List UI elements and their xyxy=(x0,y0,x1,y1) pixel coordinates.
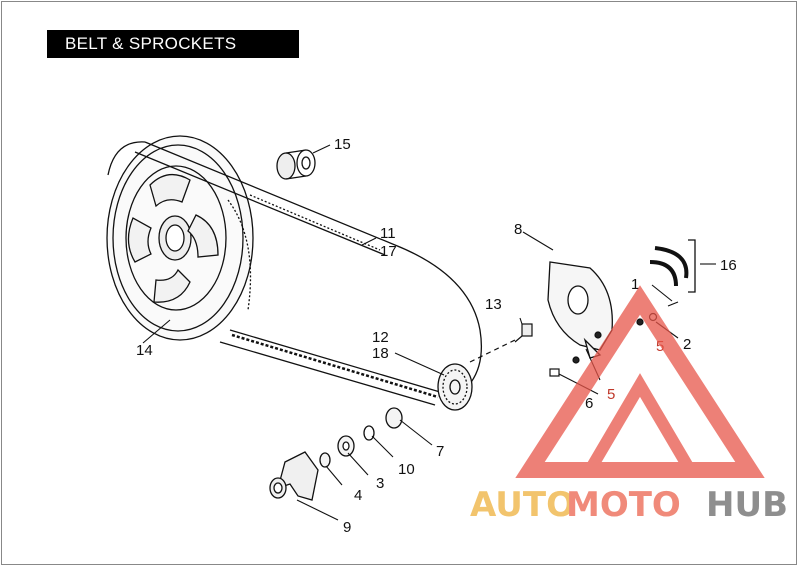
watermark-logo xyxy=(515,285,765,478)
callout-11: 11 xyxy=(380,225,396,242)
sprocket-cover xyxy=(547,261,613,359)
rear-pulley xyxy=(106,135,254,341)
callout-8: 8 xyxy=(514,221,522,238)
callout-10: 10 xyxy=(398,461,415,478)
callout-5b: 5 xyxy=(607,386,615,403)
callout-1: 1 xyxy=(631,276,639,293)
bolt xyxy=(469,323,533,363)
retaining-clip xyxy=(649,239,696,293)
bearing xyxy=(276,149,316,180)
callout-4: 4 xyxy=(354,487,362,504)
callout-labels: 15 11 17 8 16 1 13 2 5 5 6 12 18 14 7 10… xyxy=(136,136,737,536)
hub-flange xyxy=(269,451,319,501)
front-sprocket xyxy=(437,363,473,411)
callout-17: 17 xyxy=(380,243,397,260)
callout-15: 15 xyxy=(334,136,351,153)
callout-18: 18 xyxy=(372,345,389,362)
callout-2: 2 xyxy=(683,336,691,353)
callout-7: 7 xyxy=(436,443,444,460)
callout-13: 13 xyxy=(485,296,502,313)
callout-9: 9 xyxy=(343,519,351,536)
watermark-moto: MOTO xyxy=(566,485,681,525)
callout-16: 16 xyxy=(720,257,737,274)
callout-12: 12 xyxy=(372,329,389,346)
callout-14: 14 xyxy=(136,342,153,359)
drive-belt xyxy=(107,141,483,406)
spacers xyxy=(319,407,403,468)
callout-3: 3 xyxy=(376,475,384,492)
callout-6: 6 xyxy=(585,395,593,412)
watermark-auto: AUTO xyxy=(470,485,575,525)
watermark-text: AUTO MOTO HUB xyxy=(470,485,788,525)
callout-5a: 5 xyxy=(656,338,664,355)
watermark-hub: HUB xyxy=(706,485,788,525)
page-title: BELT & SPROCKETS xyxy=(47,30,299,58)
